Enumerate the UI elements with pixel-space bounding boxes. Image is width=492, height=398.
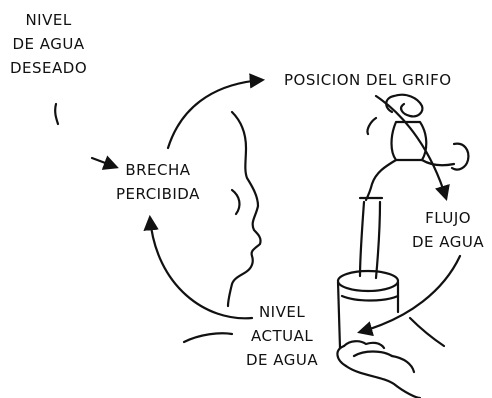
faucet: [358, 93, 470, 202]
actual-line-1: NIVEL: [258, 303, 306, 321]
gap-line-1: BRECHA: [125, 161, 191, 179]
actual-water-level-label: NIVEL ACTUAL DE AGUA: [246, 300, 318, 372]
hand: [336, 316, 446, 398]
actual-line-3: DE AGUA: [246, 351, 319, 369]
water-flow-label: FLUJO DE AGUA: [412, 206, 484, 254]
gap-line-2: PERCIBIDA: [116, 185, 200, 203]
desired-level-connector: [54, 102, 60, 126]
actual-to-gap-arrow: [143, 214, 254, 320]
perceived-gap-label: BRECHA PERCIBIDA: [116, 158, 200, 206]
desired-line-1: NIVEL: [25, 11, 72, 29]
chin-neck: [182, 332, 234, 344]
faucet-position-label: POSICION DEL GRIFO: [284, 68, 452, 92]
face-profile: [226, 110, 262, 308]
flow-line-2: DE AGUA: [412, 233, 485, 251]
desired-to-gap-arrow: [90, 155, 119, 170]
desired-water-level-label: NIVEL DE AGUA DESEADO: [10, 8, 87, 80]
desired-line-2: DE AGUA: [12, 35, 85, 53]
flow-to-actual-arrow: [357, 254, 462, 337]
faucet-line-1: POSICION DEL GRIFO: [284, 71, 452, 89]
glass: [336, 269, 400, 350]
ear: [230, 188, 241, 216]
gap-to-faucet-arrow: [166, 73, 266, 150]
flow-line-1: FLUJO: [425, 209, 472, 227]
desired-line-3: DESEADO: [10, 59, 88, 77]
water-stream: [358, 200, 382, 280]
actual-line-2: ACTUAL: [250, 327, 314, 345]
faucet-to-flow-arrow: [374, 94, 450, 201]
